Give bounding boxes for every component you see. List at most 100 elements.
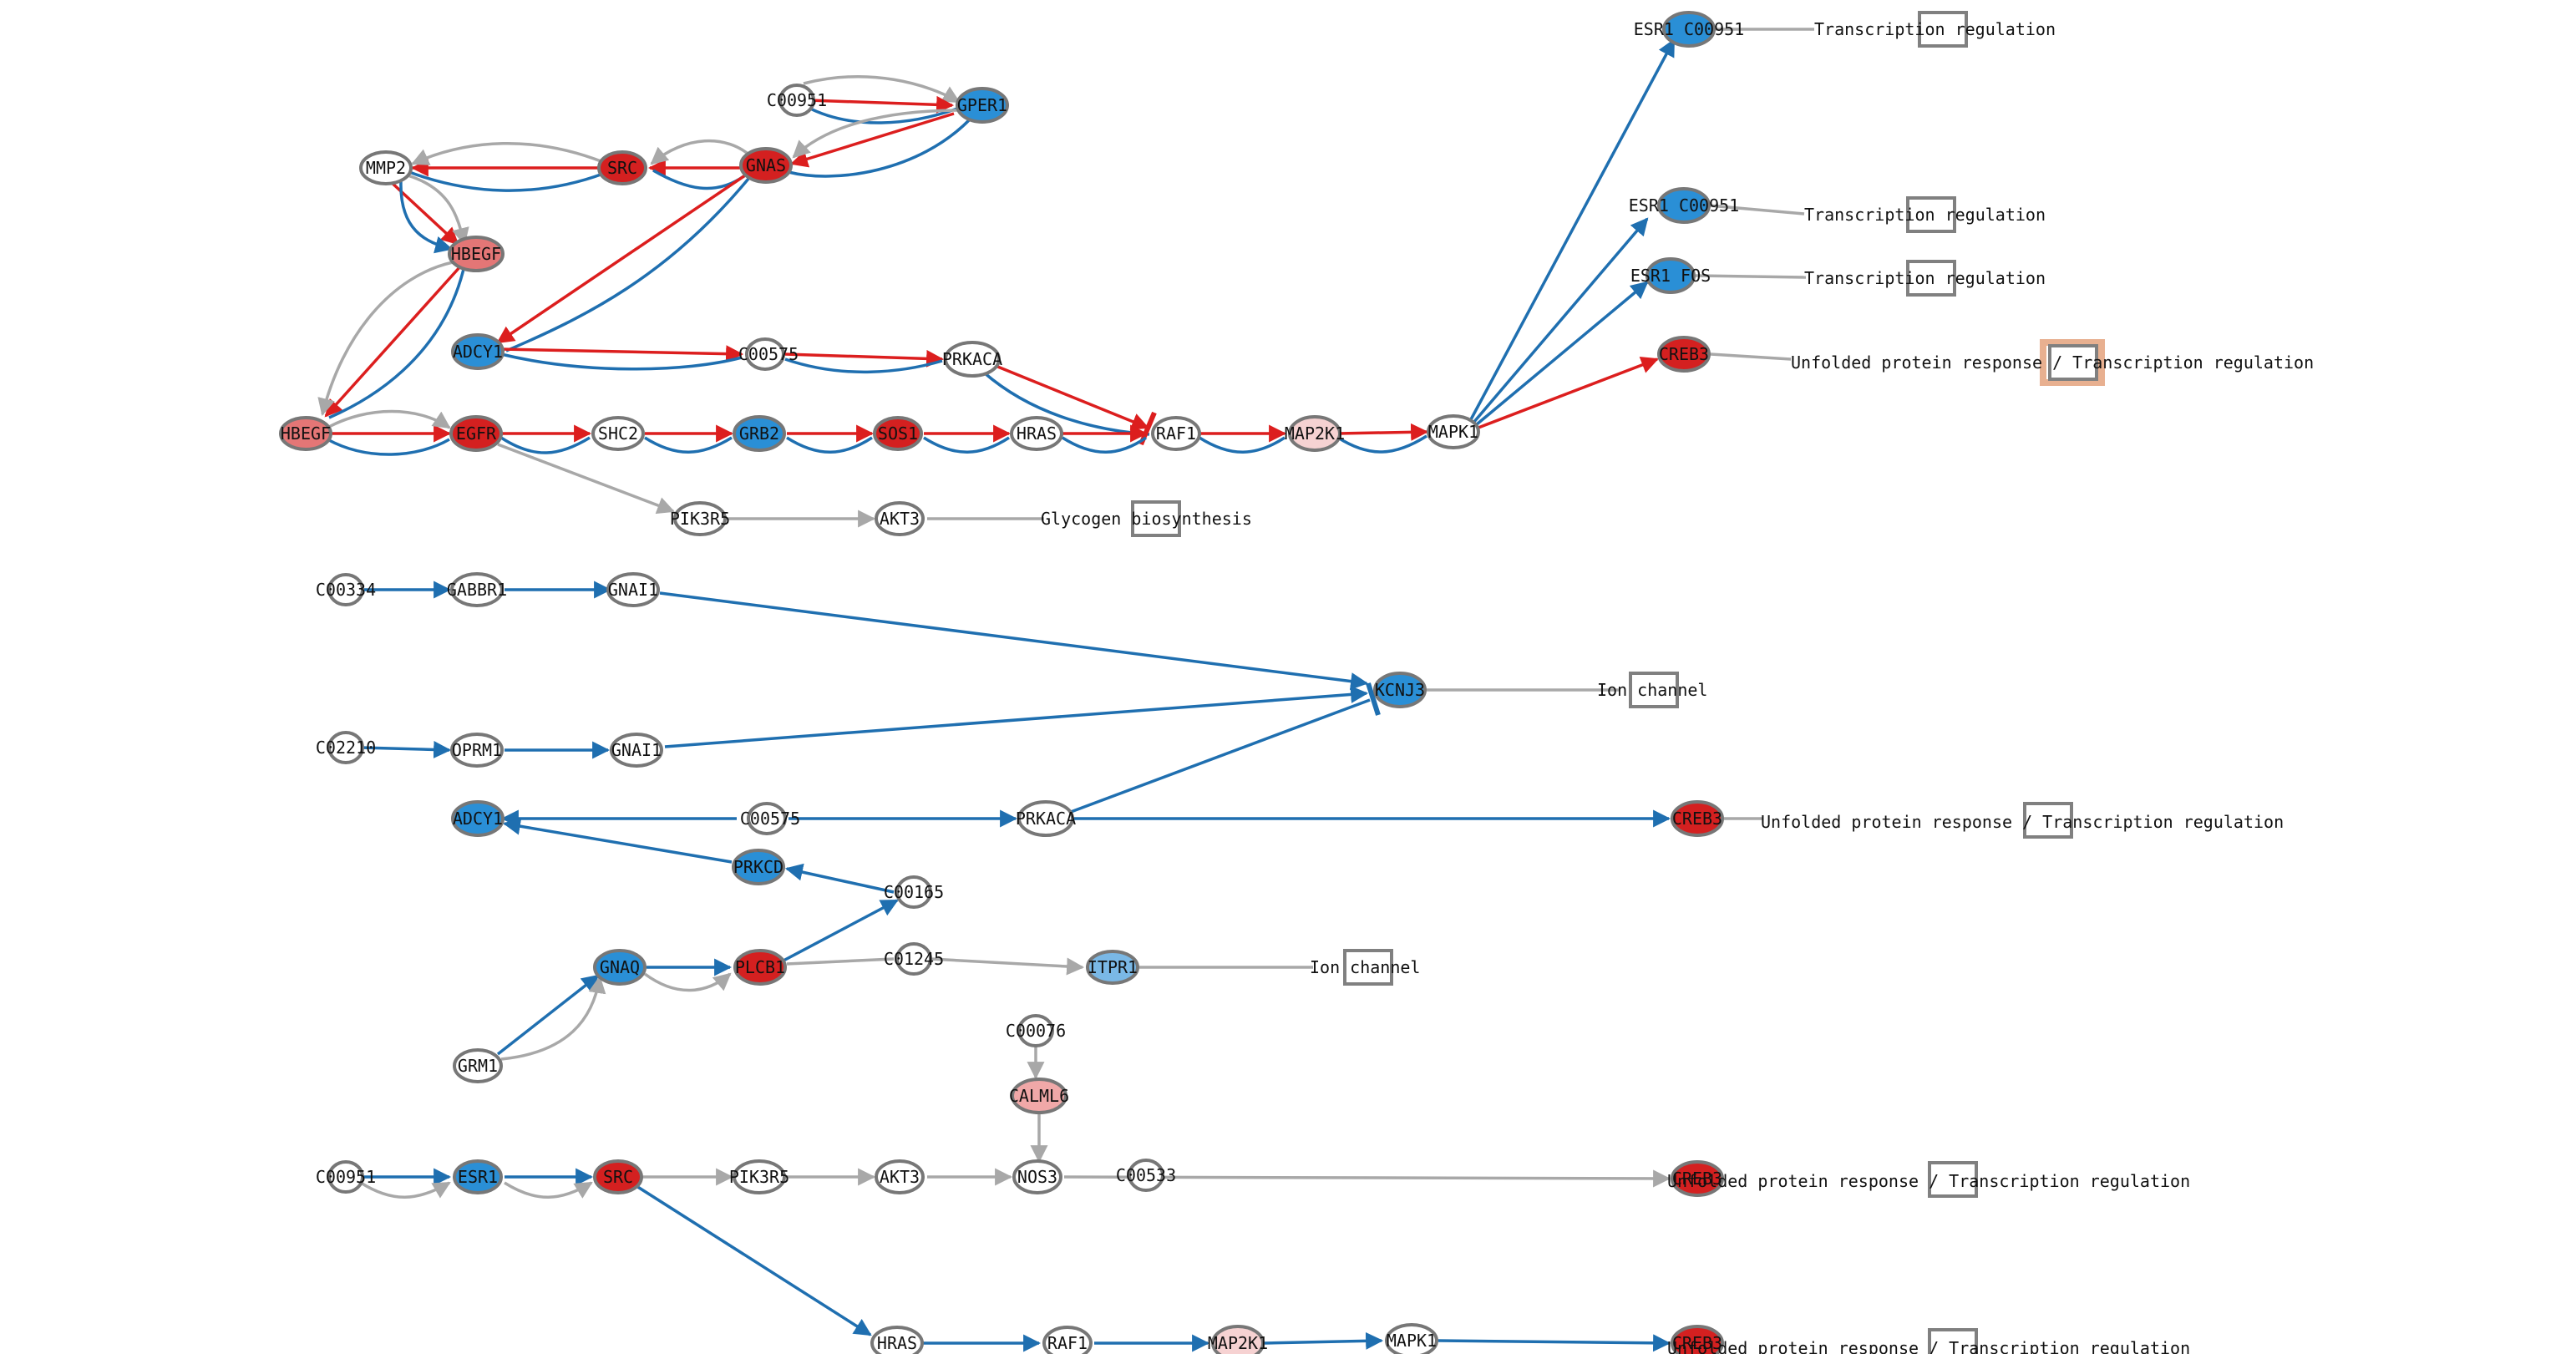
edge-gnas-src-gray [650,139,753,165]
node-label: MAPK1 [1428,422,1478,442]
node-c00165[interactable]: C00165 [884,875,944,909]
node-map2k1-b[interactable]: MAP2K1 [1208,1325,1268,1354]
edge-mmp2-hbegf-gray [407,174,469,246]
node-prkcd[interactable]: PRKCD [732,849,785,885]
node-c00951-b[interactable]: C00951 [316,1160,376,1194]
node-label: C00165 [884,882,944,902]
edge-hbegf-hbegf-blue [328,265,466,419]
node-label: SRC [603,1167,633,1187]
node-c00076[interactable]: C00076 [1006,1014,1066,1047]
node-mmp2[interactable]: MMP2 [359,150,413,185]
edge-esr1-tr3 [1695,274,1807,279]
outcome-label: Transcription regulation [1814,19,2056,39]
node-sos1[interactable]: SOS1 [873,416,923,451]
node-pik3r5-a[interactable]: PIK3R5 [670,501,730,536]
node-raf1-b[interactable]: RAF1 [1042,1326,1093,1354]
node-mapk1-a[interactable]: MAPK1 [1427,414,1480,449]
edge-c00951-gper1-blue [806,105,958,124]
edge-hbegf-egfr-blue [327,438,450,456]
edge-c00575-prkaca-blue [784,358,943,374]
edge-gper1-gnas-red [789,112,955,168]
node-adcy1-b[interactable]: ADCY1 [451,800,505,837]
edge-map2k1-mapk1-red [1337,423,1429,441]
node-label: C01245 [884,949,944,969]
node-c01245[interactable]: C01245 [884,942,944,976]
node-label: C00951 [316,1167,376,1187]
edge-prkaca-kcnj3 [1070,698,1371,814]
node-esr1-c00951-b[interactable]: ESR1 C00951 [1629,187,1739,224]
outcome-boxes [1131,11,2105,1354]
node-c00533[interactable]: C00533 [1116,1159,1176,1192]
node-kcnj3[interactable]: KCNJ3 [1373,672,1427,708]
node-gnai1-a[interactable]: GNAI1 [606,572,660,607]
node-c00575-b[interactable]: C00575 [740,802,800,835]
node-label: HBEGF [451,244,501,264]
node-esr1-b[interactable]: ESR1 [453,1159,503,1194]
node-gnai1-b[interactable]: GNAI1 [610,733,663,768]
node-prkaca-a[interactable]: PRKACA [942,341,1002,378]
edge-gper1-gnas-gray [792,109,961,159]
node-src-a[interactable]: SRC [597,150,647,185]
node-creb3-b[interactable]: CREB3 [1671,800,1724,837]
edge-adcy1-c00575-red [500,345,744,363]
node-akt3-b[interactable]: AKT3 [875,1159,925,1194]
node-label: RAF1 [1156,423,1196,444]
node-label: MAP2K1 [1285,423,1345,444]
node-esr1-fos[interactable]: ESR1 FOS [1630,257,1711,294]
edge-hras-raf1-blue [1062,436,1147,454]
node-hras-a[interactable]: HRAS [1010,416,1063,451]
edge-egfr-pik3r5 [497,443,675,515]
node-adcy1-a[interactable]: ADCY1 [451,333,505,370]
node-src-b[interactable]: SRC [593,1159,643,1194]
node-esr1-c00951-a[interactable]: ESR1 C00951 [1634,11,1744,48]
node-egfr[interactable]: EGFR [449,415,503,452]
node-c00334[interactable]: C00334 [316,573,376,606]
edge-prkaca-raf1-red [995,364,1149,430]
edge-map2k1-mapk1-b [1264,1331,1384,1350]
node-grb2[interactable]: GRB2 [733,415,786,452]
edge-c02210-oprm1 [360,740,452,758]
node-label: PLCB1 [735,957,785,977]
node-c02210[interactable]: C02210 [316,731,376,764]
node-hbegf-a[interactable]: HBEGF [448,236,505,272]
node-map2k1-a[interactable]: MAP2K1 [1285,415,1345,452]
node-hbegf-b[interactable]: HBEGF [279,416,332,451]
edge-nos3-creb3 [1063,1169,1671,1188]
node-itpr1[interactable]: ITPR1 [1086,950,1139,985]
edge-mapk1-esr1-c [1475,281,1649,426]
node-c00951-a[interactable]: C00951 [767,84,827,117]
edge-prkaca-raf1-blue [982,371,1150,436]
node-label: ADCY1 [453,809,503,829]
edge-mmp2-hbegf-blue [399,180,454,254]
node-creb3-c[interactable]: CREB3 [1671,1160,1724,1197]
node-raf1-a[interactable]: RAF1 [1151,416,1201,451]
edge-gnas-adcy1-red [496,174,746,344]
node-label: C00575 [738,344,799,364]
edge-hbegf-hbegf-red [324,264,463,418]
edge-src-hras-b [636,1184,872,1336]
outcome-box [1918,11,1968,48]
node-c00575-a[interactable]: C00575 [738,337,799,371]
outcome-box [2023,802,2073,839]
node-shc2[interactable]: SHC2 [591,416,645,451]
outcome-box [1928,1328,1978,1354]
node-creb3-a[interactable]: CREB3 [1657,336,1711,373]
edges [317,28,1814,1352]
node-nos3[interactable]: NOS3 [1012,1159,1062,1194]
node-gnas[interactable]: GNAS [739,147,793,184]
edge-c00951-esr1-gray [360,1181,451,1199]
node-gper1[interactable]: GPER1 [956,87,1009,124]
node-creb3-d[interactable]: CREB3 [1671,1325,1724,1354]
node-calml6[interactable]: CALML6 [1009,1078,1069,1114]
node-plcb1[interactable]: PLCB1 [733,949,787,986]
node-oprm1[interactable]: OPRM1 [450,733,504,768]
node-mapk1-b[interactable]: MAPK1 [1385,1323,1438,1354]
node-prkaca-b[interactable]: PRKACA [1016,800,1076,837]
node-pik3r5-b[interactable]: PIK3R5 [729,1159,789,1194]
node-gabbr1[interactable]: GABBR1 [447,572,507,607]
node-grm1[interactable]: GRM1 [453,1048,503,1083]
node-gnaq[interactable]: GNAQ [593,949,647,986]
node-hras-b[interactable]: HRAS [870,1326,924,1354]
node-akt3-a[interactable]: AKT3 [875,501,925,536]
